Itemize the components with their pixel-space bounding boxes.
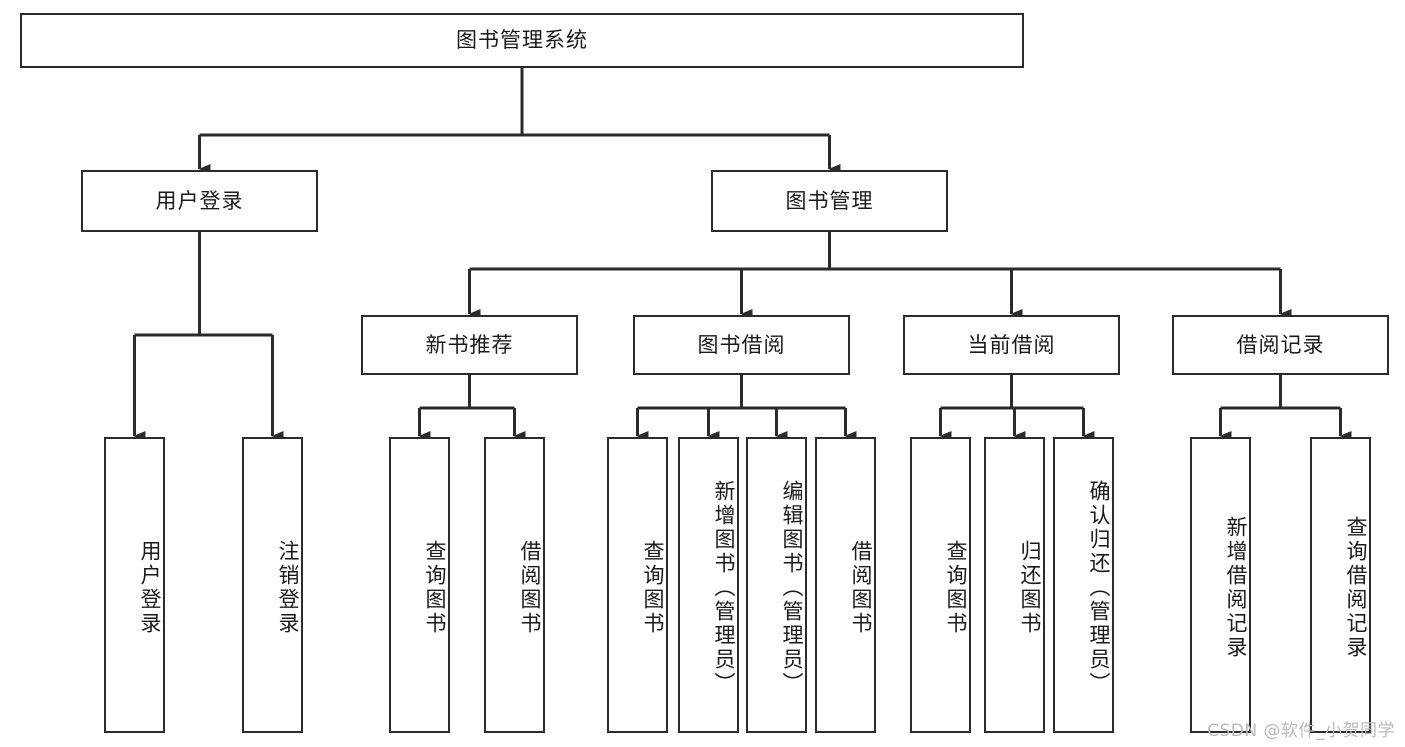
node-new-book-recommend[interactable]: 新书推荐 [361, 315, 578, 375]
node-label: 查询图书 [641, 540, 665, 636]
node-leaf-return-book[interactable]: 归还图书 [984, 437, 1045, 733]
watermark-text: CSDN @软件_小贺同学 [1207, 721, 1395, 741]
node-label: 新增图书（管理员） [712, 480, 736, 696]
connector-lines [133, 68, 1352, 441]
node-leaf-borrow-book-new[interactable]: 借阅图书 [484, 437, 545, 733]
node-leaf-logout[interactable]: 注销登录 [242, 437, 303, 733]
node-label: 查询图书 [944, 540, 968, 636]
node-leaf-add-book-admin[interactable]: 新增图书（管理员） [678, 437, 739, 733]
node-leaf-borrow-book[interactable]: 借阅图书 [815, 437, 876, 733]
node-label: 编辑图书（管理员） [780, 480, 804, 696]
node-leaf-confirm-return-admin[interactable]: 确认归还（管理员） [1053, 437, 1114, 733]
node-label: 新增借阅记录 [1224, 516, 1248, 660]
node-current-borrow[interactable]: 当前借阅 [903, 315, 1120, 375]
node-label: 注销登录 [276, 540, 300, 636]
node-label: 图书借阅 [697, 332, 786, 357]
node-book-borrow[interactable]: 图书借阅 [633, 315, 850, 375]
node-label: 借阅记录 [1236, 332, 1325, 357]
node-label: 当前借阅 [967, 332, 1056, 357]
node-leaf-add-borrow-record[interactable]: 新增借阅记录 [1190, 437, 1251, 733]
node-user-login[interactable]: 用户登录 [81, 170, 318, 232]
node-label: 借阅图书 [849, 540, 873, 636]
node-leaf-user-login[interactable]: 用户登录 [104, 437, 165, 733]
node-label: 查询借阅记录 [1344, 516, 1368, 660]
node-label: 图书管理系统 [456, 28, 588, 53]
node-root[interactable]: 图书管理系统 [20, 13, 1024, 68]
node-borrow-record[interactable]: 借阅记录 [1172, 315, 1389, 375]
node-leaf-query-book-new[interactable]: 查询图书 [389, 437, 450, 733]
node-label: 确认归还（管理员） [1087, 480, 1111, 696]
node-label: 用户登录 [138, 540, 162, 636]
node-label: 用户登录 [155, 188, 244, 213]
node-label: 归还图书 [1018, 540, 1042, 636]
node-label: 查询图书 [423, 540, 447, 636]
node-label: 新书推荐 [425, 332, 514, 357]
node-book-management[interactable]: 图书管理 [711, 170, 948, 232]
node-label: 图书管理 [785, 188, 874, 213]
node-label: 借阅图书 [518, 540, 542, 636]
node-leaf-edit-book-admin[interactable]: 编辑图书（管理员） [746, 437, 807, 733]
node-leaf-query-borrow-record[interactable]: 查询借阅记录 [1310, 437, 1371, 733]
node-leaf-query-book-current[interactable]: 查询图书 [910, 437, 971, 733]
node-leaf-query-book-borrow[interactable]: 查询图书 [607, 437, 668, 733]
